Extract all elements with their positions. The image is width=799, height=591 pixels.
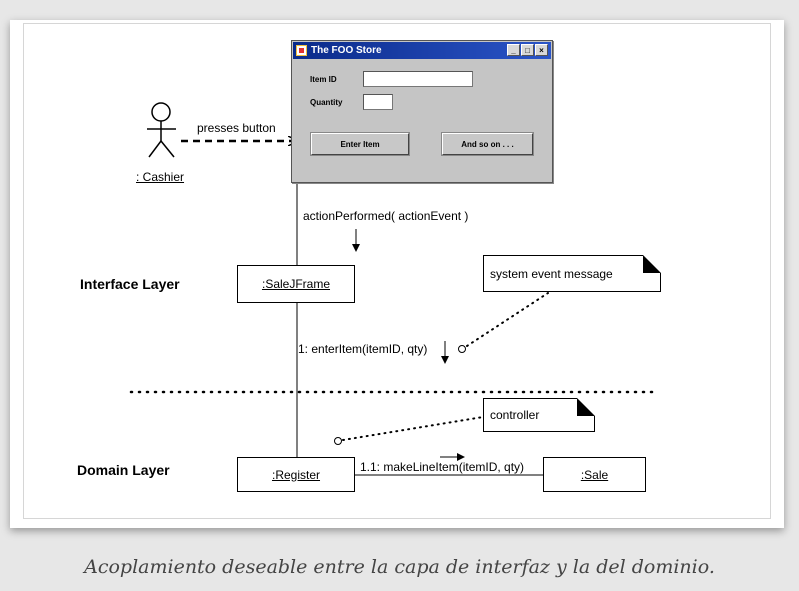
- actor-cashier-figure: [147, 102, 176, 158]
- minimize-icon[interactable]: _: [507, 44, 520, 56]
- enter-item-button[interactable]: Enter Item: [310, 132, 410, 156]
- make-line-item-label: 1.1: makeLineItem(itemID, qty): [360, 460, 525, 474]
- foo-store-window: The FOO Store _ □ × Item ID Quantity Ent…: [291, 40, 553, 183]
- controller-anchor-circle: [334, 437, 342, 445]
- domain-layer-label: Domain Layer: [77, 462, 170, 478]
- interface-layer-label: Interface Layer: [80, 276, 180, 292]
- note-fold-corner: [577, 398, 595, 416]
- system-event-anchor-circle: [458, 345, 466, 353]
- controller-note-anchor: [342, 416, 484, 441]
- note-fold-corner: [643, 255, 661, 273]
- window-title: The FOO Store: [311, 45, 382, 56]
- controller-note-text: controller: [490, 408, 540, 422]
- and-so-on-button[interactable]: And so on . . .: [441, 132, 534, 156]
- close-icon[interactable]: ×: [535, 44, 548, 56]
- system-event-note: system event message: [483, 255, 661, 292]
- window-controls: _ □ ×: [507, 44, 548, 56]
- window-title-bar[interactable]: The FOO Store _ □ ×: [293, 42, 551, 59]
- enter-item-label: 1: enterItem(itemID, qty): [298, 342, 428, 356]
- sale-jframe-object: :SaleJFrame: [237, 265, 355, 303]
- actor-cashier-label: : Cashier: [136, 170, 185, 184]
- presses-button-label: presses button: [197, 121, 276, 135]
- diagram-frame: [23, 23, 771, 519]
- item-id-label: Item ID: [310, 75, 337, 84]
- action-performed-label: actionPerformed( actionEvent ): [303, 209, 469, 223]
- register-object: :Register: [237, 457, 355, 492]
- maximize-icon[interactable]: □: [521, 44, 534, 56]
- system-event-note-anchor: [466, 292, 549, 347]
- sale-object: :Sale: [543, 457, 646, 492]
- slide-caption: Acoplamiento deseable entre la capa de i…: [84, 556, 715, 578]
- java-app-icon: [296, 45, 307, 56]
- system-event-note-text: system event message: [490, 266, 613, 281]
- item-id-input[interactable]: [363, 71, 473, 87]
- quantity-label: Quantity: [310, 98, 343, 107]
- controller-note: controller: [483, 398, 595, 432]
- quantity-input[interactable]: [363, 94, 393, 110]
